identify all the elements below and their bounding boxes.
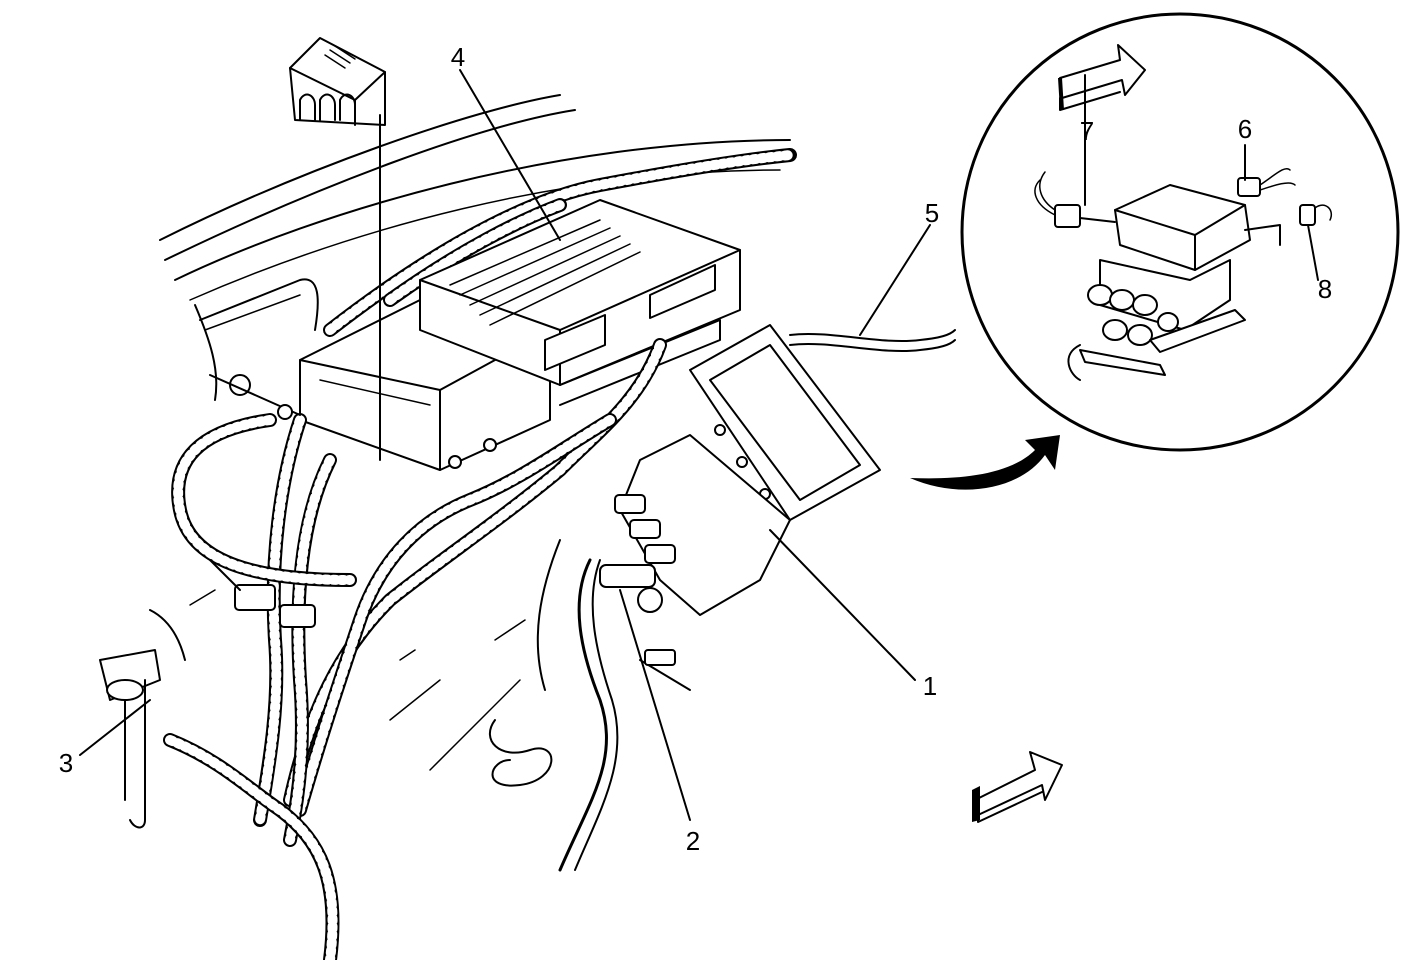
abs-valve-stubs [599,494,676,588]
leader-2 [619,589,691,821]
battery-cable [171,374,357,587]
harness-to-detail-2 [789,329,956,343]
dashed-lines [189,589,526,771]
fuse-cover-icon [289,37,386,126]
front-direction-arrow-icon [972,751,1063,823]
brake-lines [489,539,691,872]
harness-to-detail [789,339,956,353]
detail-direction-arrow-icon [1058,44,1146,111]
connector-6-icon [1237,177,1261,197]
detail-view-circle [960,12,1400,452]
callout-leaders [79,69,931,821]
ebcm-abs-module [599,324,881,616]
callout-8: 8 [1318,274,1332,304]
connector-7-icon [1054,204,1081,228]
callout-7: 7 [1080,116,1094,146]
leader-3 [79,699,151,756]
lower-wiring-harness [253,338,667,847]
leader-5 [859,224,931,336]
leader-1 [769,529,916,681]
callout-5: 5 [925,198,939,228]
harness-clamp [99,609,340,960]
callout-6: 6 [1238,114,1252,144]
connector-8-icon [1299,204,1316,226]
callout-4: 4 [451,42,465,72]
left-connectors [209,559,316,628]
callout-labels: 1 2 3 4 5 6 7 8 [59,42,1332,856]
leader-4 [459,69,561,241]
pcm-vent-slots [449,219,641,326]
callout-1: 1 [923,671,937,701]
curved-arrow-icon [910,435,1060,490]
callout-2: 2 [686,826,700,856]
callout-3: 3 [59,748,73,778]
upper-wiring-harness [323,148,797,337]
